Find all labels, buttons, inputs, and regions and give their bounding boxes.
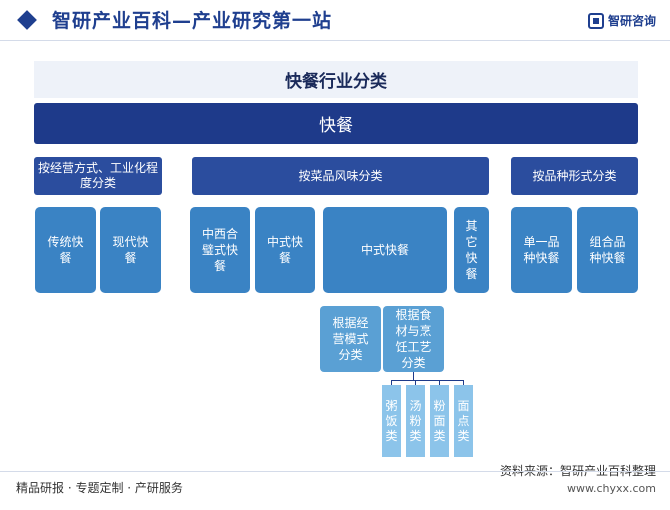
root-node: 快餐 — [34, 103, 638, 144]
leaf-combo: 组合品种快餐 — [577, 207, 638, 293]
ingredient-type-porridge-label: 粥饭类 — [385, 398, 398, 443]
leaf-chinese-main-label: 中式快餐 — [360, 243, 409, 257]
leaf-western-label: 中西合璧式快餐 — [201, 227, 238, 273]
site-title: 智研产业百科—产业研究第一站 — [52, 10, 333, 32]
ingredient-type-pastry-label: 面点类 — [457, 398, 470, 443]
leaf-chinese-style: 中式快餐 — [255, 207, 315, 293]
connector-drop-4 — [463, 380, 464, 385]
category-flavor-label: 按菜品风味分类 — [298, 168, 383, 183]
subclass-operation: 根据经营模式分类 — [320, 306, 381, 372]
ingredient-type-soup-noodle-label: 汤粉类 — [409, 398, 422, 443]
leaf-chinese-style-label: 中式快餐 — [266, 235, 303, 265]
ingredient-type-noodle-label: 粉面类 — [433, 398, 446, 443]
header-divider — [0, 40, 670, 41]
ingredient-type-noodle: 粉面类 — [430, 385, 449, 457]
subclass-operation-label: 根据经营模式分类 — [332, 316, 369, 362]
leaf-single: 单一品种快餐 — [511, 207, 572, 293]
subclass-ingredient-label: 根据食材与烹饪工艺分类 — [395, 308, 432, 370]
connector-stem — [413, 372, 414, 380]
connector-horizontal — [391, 380, 464, 381]
source-url[interactable]: www.chyxx.com — [566, 482, 656, 495]
logo[interactable]: 智研咨询 — [587, 12, 656, 29]
zhiyan-logo-icon — [587, 12, 604, 29]
category-variety: 按品种形式分类 — [511, 157, 638, 195]
leaf-other: 其它快餐 — [454, 207, 489, 293]
leaf-modern-label: 现代快餐 — [112, 235, 149, 265]
leaf-traditional-label: 传统快餐 — [47, 235, 84, 265]
leaf-chinese-main: 中式快餐 — [323, 207, 447, 293]
leaf-western: 中西合璧式快餐 — [190, 207, 250, 293]
subclass-ingredient: 根据食材与烹饪工艺分类 — [383, 306, 444, 372]
ingredient-type-porridge: 粥饭类 — [382, 385, 401, 457]
header: 智研产业百科—产业研究第一站 智研咨询 — [0, 0, 670, 40]
connector-drop-1 — [391, 380, 392, 385]
connector-drop-2 — [415, 380, 416, 385]
leaf-modern: 现代快餐 — [100, 207, 161, 293]
leaf-traditional: 传统快餐 — [35, 207, 96, 293]
category-flavor: 按菜品风味分类 — [192, 157, 489, 195]
leaf-single-label: 单一品种快餐 — [523, 235, 560, 265]
category-variety-label: 按品种形式分类 — [532, 168, 617, 183]
ingredient-type-pastry: 面点类 — [454, 385, 473, 457]
category-operation-label: 按经营方式、工业化程度分类 — [37, 161, 158, 190]
footer-services: 精品研报 · 专题定制 · 产研服务 — [16, 481, 183, 495]
connector-drop-3 — [439, 380, 440, 385]
logo-text: 智研咨询 — [607, 14, 656, 28]
diagram-title: 快餐行业分类 — [285, 72, 387, 92]
root-label: 快餐 — [319, 116, 353, 136]
category-operation: 按经营方式、工业化程度分类 — [34, 157, 162, 195]
title-band: 快餐行业分类 — [34, 61, 638, 98]
ingredient-type-soup-noodle: 汤粉类 — [406, 385, 425, 457]
footer-divider — [0, 471, 670, 472]
leaf-combo-label: 组合品种快餐 — [589, 235, 626, 265]
leaf-other-label: 其它快餐 — [465, 219, 478, 281]
diamond-icon — [17, 10, 37, 30]
